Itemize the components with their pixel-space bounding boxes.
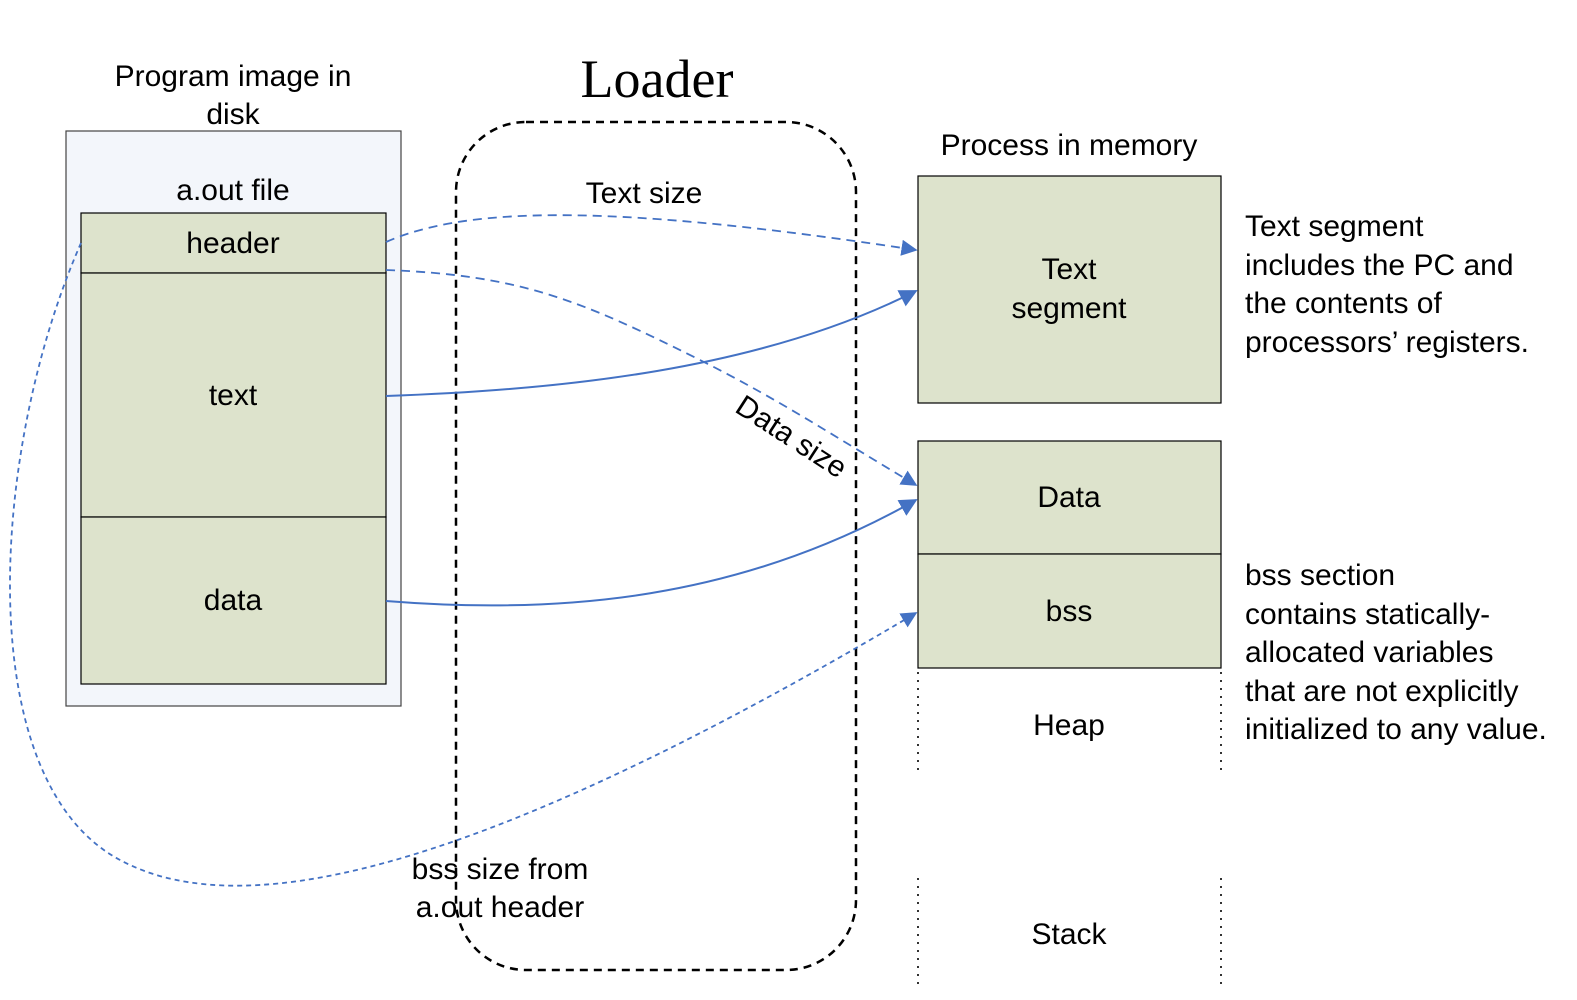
bss-note-line4: that are not explicitly — [1245, 675, 1518, 708]
text-segment-note-line3: the contents of — [1245, 287, 1442, 320]
data-size-arrow — [385, 269, 918, 486]
text-size-arrow — [385, 214, 918, 256]
disk-heading-line2: disk — [206, 98, 260, 131]
bss-size-arrow — [9, 242, 918, 887]
loader-box — [454, 120, 858, 972]
text-segment-note-line4: processors’ registers. — [1245, 326, 1529, 359]
disk-header-section — [80, 212, 387, 274]
memory-bss-label: bss — [1046, 595, 1093, 628]
text-segment-note-line2: includes the PC and — [1245, 249, 1514, 282]
disk-data-section — [80, 516, 387, 685]
bss-note-line3: allocated variables — [1245, 636, 1493, 669]
disk-heading-line1: Program image in — [115, 60, 352, 93]
bss-note-line2: contains statically- — [1245, 598, 1490, 631]
disk-text-label: text — [209, 379, 258, 412]
bss-note-line1: bss section — [1245, 559, 1395, 592]
memory-bss-segment — [917, 553, 1222, 669]
aout-file-label: a.out file — [176, 174, 289, 207]
memory-data-segment — [917, 440, 1222, 555]
bss-size-label-line1: bss size from — [412, 853, 589, 886]
disk-data-label: data — [204, 584, 263, 617]
bss-note-line5: initialized to any value. — [1245, 713, 1547, 746]
bss-size-label-line2: a.out header — [416, 891, 584, 924]
memory-text-segment-label-line2: segment — [1011, 292, 1127, 325]
memory-heap-label: Heap — [1033, 709, 1105, 742]
memory-stack-label: Stack — [1031, 918, 1107, 951]
text-size-label: Text size — [586, 177, 703, 210]
data-size-label: Data size — [730, 389, 853, 485]
text-copy-arrow — [385, 290, 918, 397]
data-copy-arrow — [385, 499, 918, 607]
memory-text-segment — [917, 175, 1222, 404]
memory-heading: Process in memory — [941, 129, 1198, 162]
memory-data-label: Data — [1037, 481, 1101, 514]
disk-text-section — [80, 272, 387, 518]
text-segment-note-line1: Text segment — [1245, 210, 1424, 243]
disk-header-label: header — [186, 227, 279, 260]
memory-text-segment-label-line1: Text — [1041, 253, 1097, 286]
loader-title: Loader — [581, 49, 734, 109]
